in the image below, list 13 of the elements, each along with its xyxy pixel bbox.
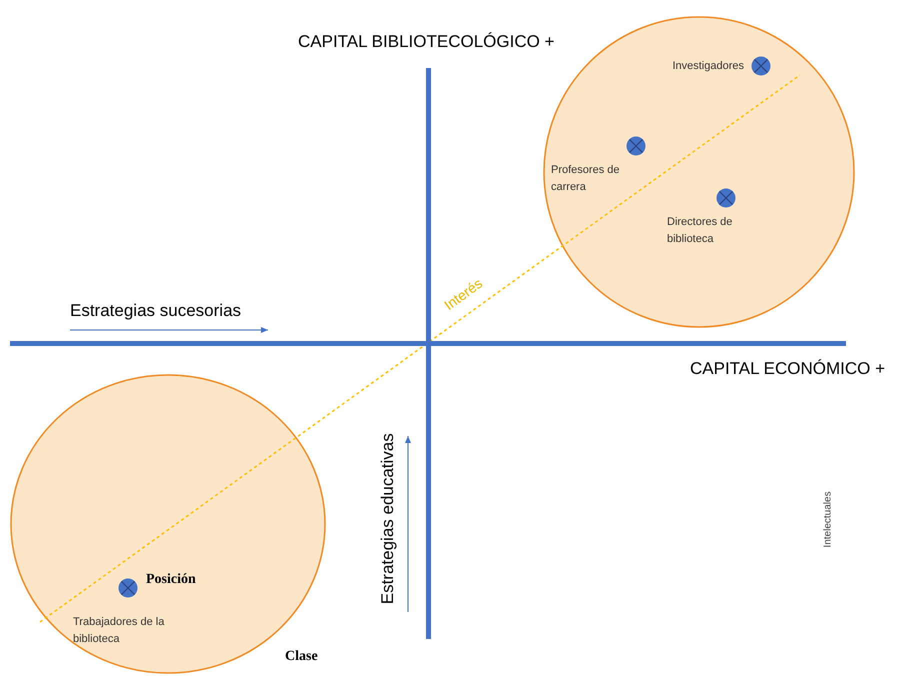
axis-label: Estrategias sucesorias bbox=[70, 300, 242, 322]
axis-label: Intelectuales bbox=[822, 491, 835, 548]
point-label: Profesores de carrera bbox=[551, 162, 651, 196]
point-label: Trabajadores de la biblioteca bbox=[73, 614, 183, 648]
group-circle bbox=[10, 374, 326, 674]
group-caption: Clase bbox=[285, 648, 318, 666]
point-label: Investigadores bbox=[640, 58, 744, 76]
group-circle bbox=[543, 16, 855, 328]
point-label: Posición bbox=[146, 569, 226, 589]
point-label: Directores de biblioteca bbox=[667, 214, 767, 248]
axis-label: Estrategias educativas bbox=[376, 433, 398, 604]
axis-label: CAPITAL ECONÓMICO + bbox=[690, 358, 886, 380]
axis-label: CAPITAL BIBLIOTECOLÓGICO + bbox=[298, 31, 554, 53]
